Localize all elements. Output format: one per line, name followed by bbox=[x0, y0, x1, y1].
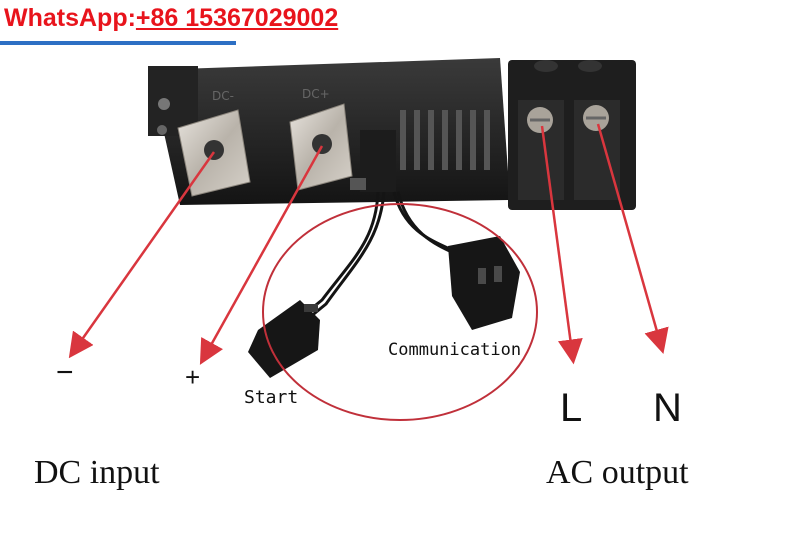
ac-n-label: N bbox=[653, 386, 682, 430]
whatsapp-contact[interactable]: WhatsApp:+86 15367029002 bbox=[4, 4, 338, 33]
callout-arrows bbox=[68, 123, 669, 365]
dc-plus-mark: DC+ bbox=[302, 87, 330, 101]
signal-cables bbox=[299, 191, 457, 324]
communication-label: Communication bbox=[388, 340, 522, 360]
ac-terminal-block bbox=[508, 60, 636, 210]
start-label: Start bbox=[244, 387, 299, 408]
dc-minus-mark: DC- bbox=[212, 89, 234, 103]
header-underline-bar bbox=[0, 41, 236, 45]
highlight-circle bbox=[262, 203, 538, 421]
dc-plus-label: + bbox=[185, 362, 201, 392]
start-plug bbox=[248, 300, 320, 378]
ac-l-label: L bbox=[560, 386, 583, 430]
ac-output-label: AC output bbox=[546, 454, 689, 491]
dc-minus-label: − bbox=[56, 356, 74, 389]
whatsapp-prefix: WhatsApp: bbox=[4, 4, 136, 32]
whatsapp-phone-link[interactable]: +86 15367029002 bbox=[135, 4, 339, 32]
communication-plug bbox=[448, 236, 520, 330]
dc-input-label: DC input bbox=[34, 454, 160, 491]
